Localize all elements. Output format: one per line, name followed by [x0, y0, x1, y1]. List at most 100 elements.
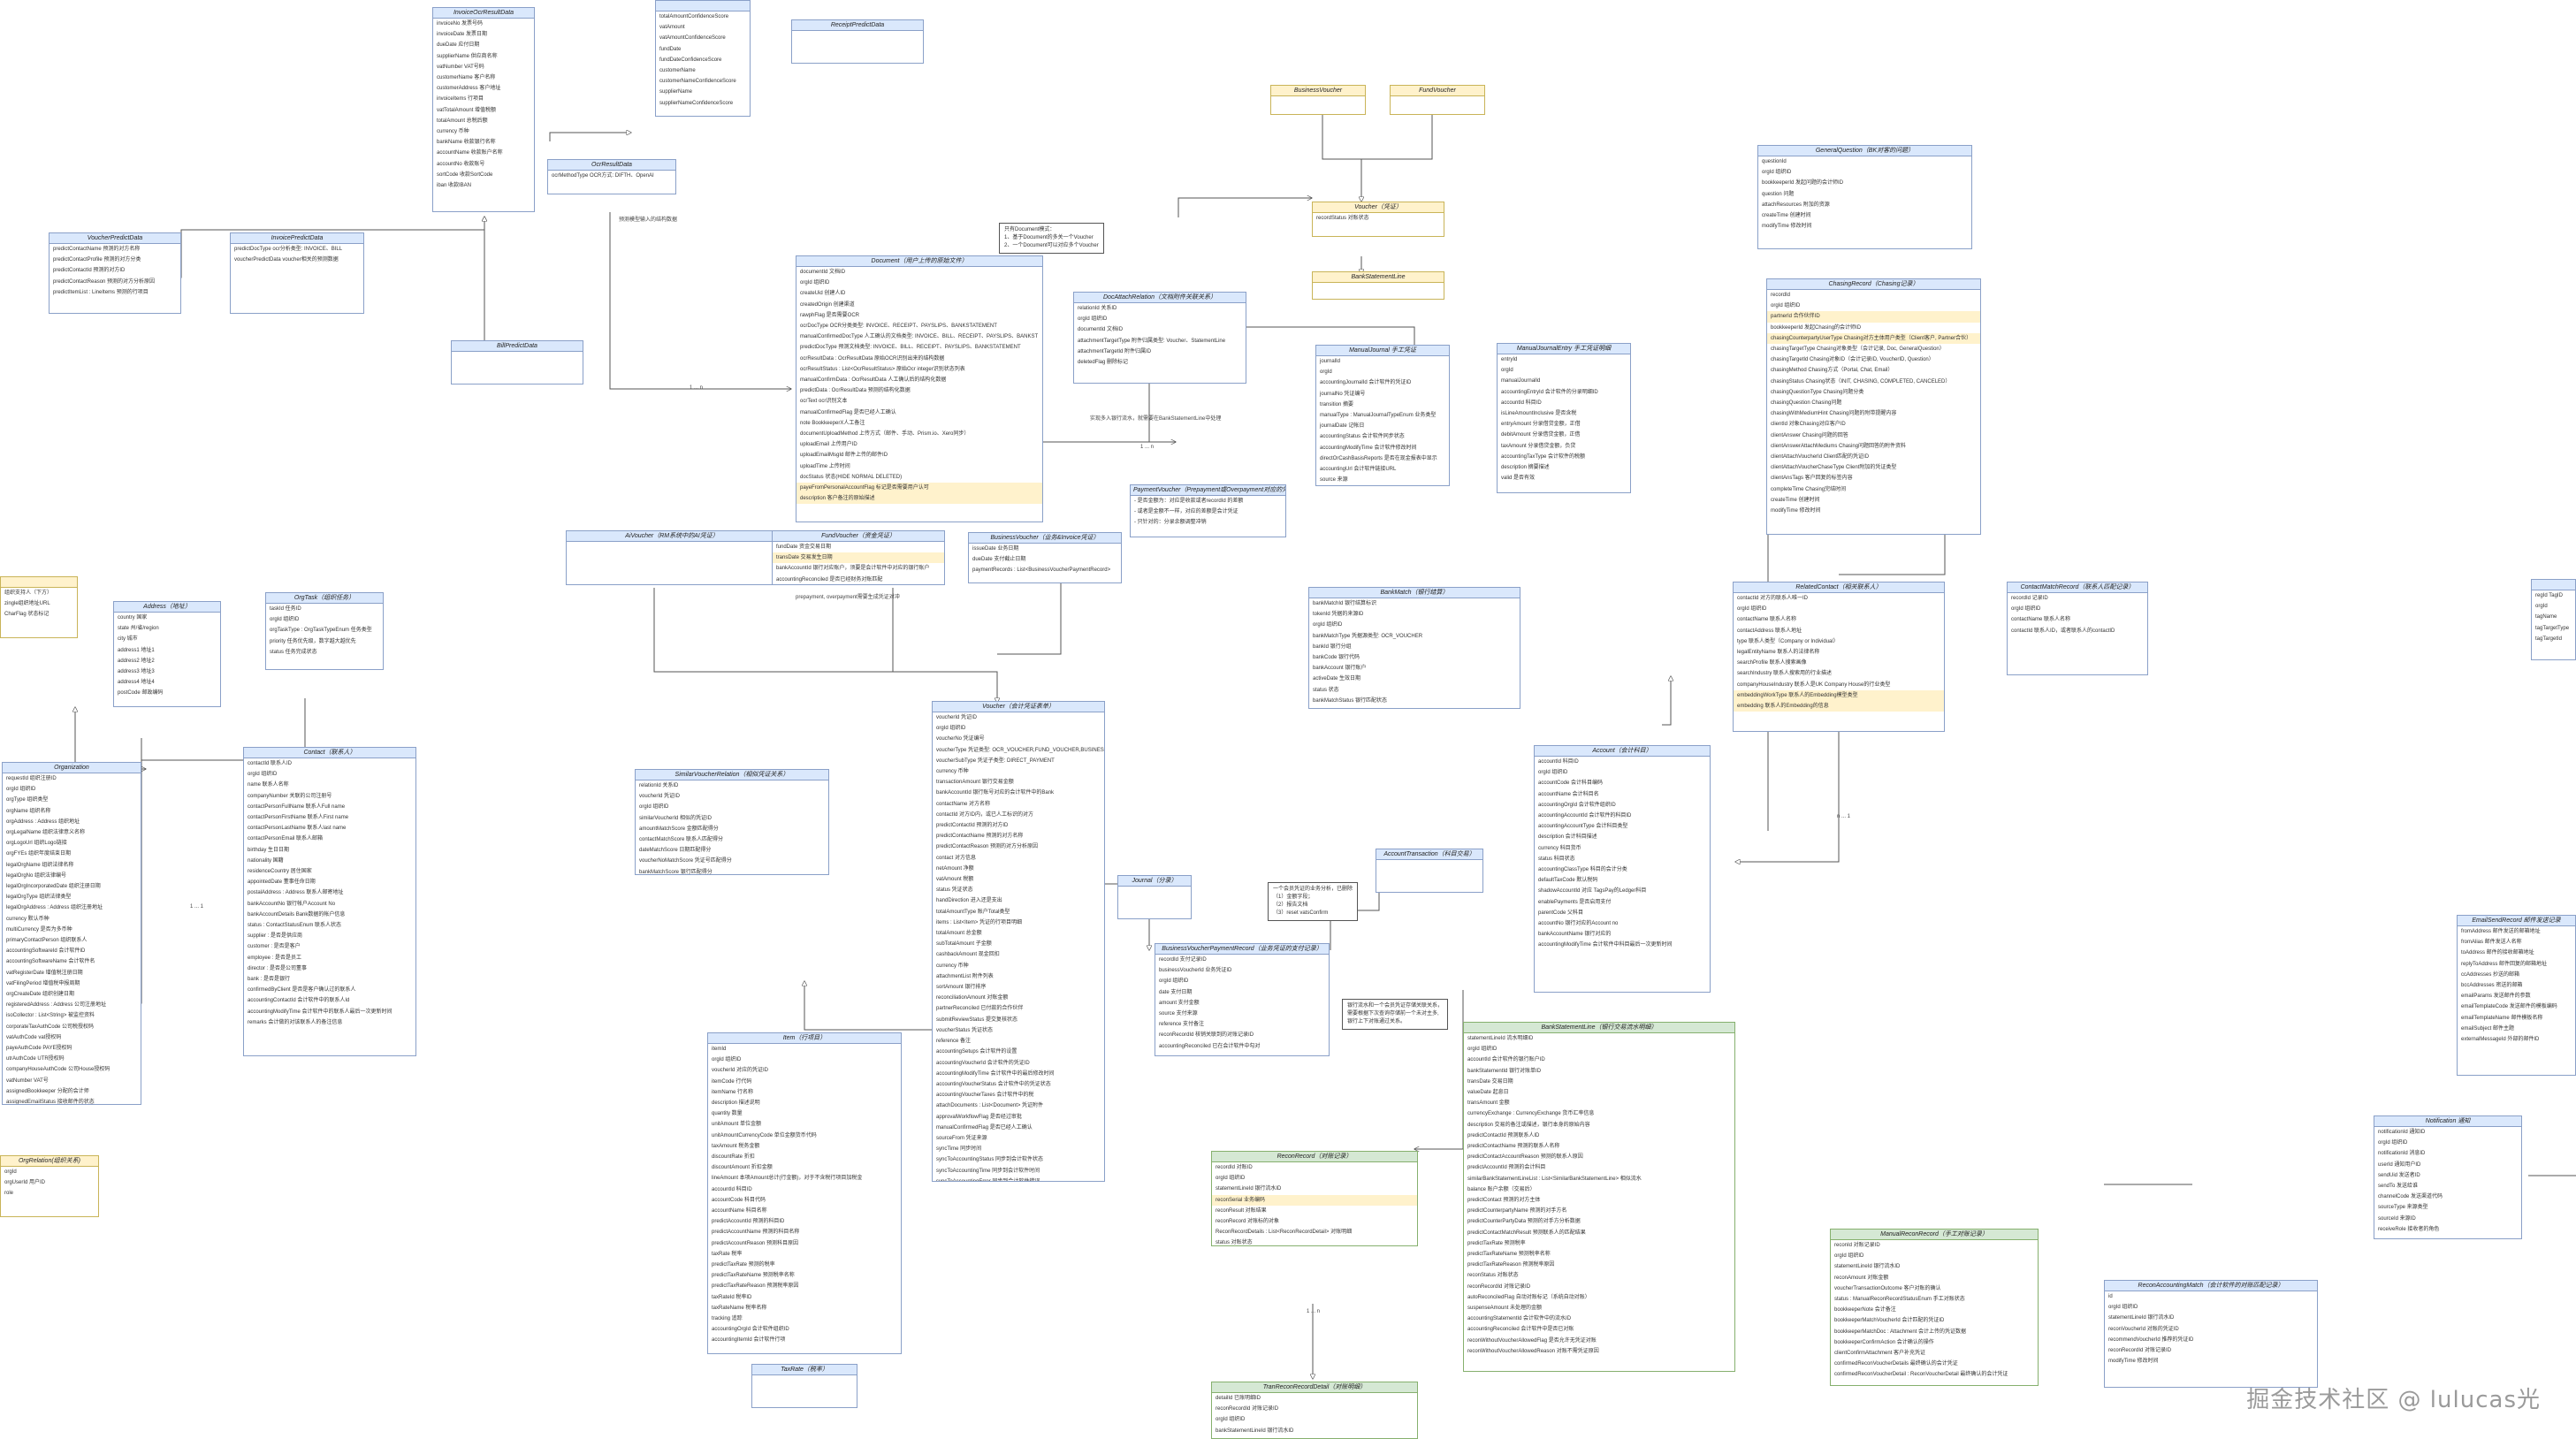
class-title: Account（会计科目） [1535, 746, 1710, 757]
class-field: predictContact 预测的对方主体 [1467, 1198, 1541, 1204]
class-field: supplierNameConfidenceScore [659, 100, 734, 106]
class-field: balance 账户余额（交易后） [1467, 1186, 1536, 1192]
class-field: accountingModifyTime 会计软件中的最后修改时间 [936, 1070, 1055, 1077]
watermark: 掘金技术社区 @ lulucas光 [2246, 1387, 2541, 1413]
class-field: autoReconciledFlag 自动对账标记（系统自动对账） [1467, 1294, 1590, 1300]
class-field: replyToAddress 邮件回复的邮箱地址 [2461, 961, 2548, 967]
class-field: recordId 记录ID [2011, 596, 2048, 601]
class-field: contactMatchScore 联系人匹配得分 [639, 837, 724, 843]
class-field: discountAmount 折扣金额 [712, 1165, 773, 1171]
class-field: accountingSoftwareName 会计软件名 [6, 959, 95, 965]
class-field: itemId [712, 1047, 727, 1052]
class-title: ManualJournal 手工凭证 [1316, 346, 1449, 356]
class-field: syncToAccountingStatus 同步到会计软件状态 [936, 1157, 1044, 1163]
note-item-link: 一个会员凭证的业务分析，已删除 （1）金额字段； （2）报告文档 （3）rese… [1268, 882, 1359, 921]
class-title: ManualJournalEntry 手工凭证明细 [1498, 344, 1630, 354]
class-title: AiVoucher（RM系统中的AI凭证） [567, 531, 777, 542]
class-field: address1 地址1 [118, 647, 155, 653]
class-field: bankMatchType 凭据源类型: OCR_VOUCHER [1313, 633, 1423, 639]
class-field: tracking 追踪 [712, 1316, 743, 1322]
class-field: currency 币种 [936, 963, 969, 969]
class-field: status 凭证状态 [936, 887, 973, 894]
class-field: orgUserId 用户ID [4, 1180, 46, 1186]
class-field: subTotalAmount 子金额 [936, 941, 992, 948]
class-title: VoucherPredictData [50, 233, 180, 244]
class-field: dueDate 应付日期 [437, 42, 480, 49]
class-field: vatTotalAmount 增值税额 [437, 107, 497, 113]
class-field: accountingJournalId 会计软件的凭证ID [1320, 380, 1412, 386]
class-field: accountNo 收款账号 [437, 161, 485, 167]
class-field: statementLineId 银行流水ID [1834, 1264, 1901, 1270]
class-field: sendTo 发送给谁 [2378, 1184, 2419, 1190]
class-field: accountingStatus 会计软件同步状态 [1320, 434, 1405, 440]
class-field: predictTaxRateName 预测税率名称 [1467, 1252, 1551, 1258]
class-field: predictDocType ocr分析类型: INVOICE、BILL [234, 247, 343, 252]
class-field: payeAuthCode PAYE授权码 [6, 1046, 72, 1052]
class-field: debitAmount 分录借贷金额，正借 [1501, 432, 1581, 438]
class-field: customer : 是否是客户 [248, 944, 301, 950]
class-title: ReceiptPredictData [792, 20, 923, 31]
class-bank-statement-line: BankStatementLine [1312, 271, 1444, 300]
class-field: orgId 组织ID [1737, 606, 1767, 613]
class-field: reconRecordId 核销关联到的对账记录ID [1159, 1032, 1254, 1039]
class-title: SimilarVoucherRelation（相似凭证关系） [636, 770, 828, 780]
class-field: manualConfirmedFlag 是否已经人工确认 [936, 1124, 1033, 1131]
class-field: accountingVoucherTaxes 会计软件中的税 [936, 1093, 1034, 1099]
class-field: legalOrgNo 组织法律编号 [6, 872, 67, 879]
class-title [1, 577, 77, 588]
class-field: bccAddresses 密送的邮箱 [2461, 983, 2523, 989]
class-field: bankAccountId 银行对应账户，须要是会计软件中对应的银行账户 [776, 566, 930, 572]
class-field: uploadTime 上传时间 [800, 463, 850, 469]
class-field: description 交易的备注或描述，银行本身的原始内容 [1467, 1122, 1590, 1128]
class-field: vatNumber VAT号 [6, 1077, 49, 1084]
class-field: orgLegalName 组织法律意义名称 [6, 830, 86, 836]
class-title: ReconRecord（对账记录） [1212, 1152, 1417, 1162]
class-field: orgId 组织ID [6, 787, 36, 793]
class-field: tagTargetId [2535, 636, 2563, 642]
class-field: reconAmount 对账金额 [1834, 1275, 1889, 1281]
lbl-1-1: 1 ... 1 [190, 904, 204, 910]
class-field: legalOrgIncorporatedDate 组织注册日期 [6, 884, 101, 890]
class-field: status 科目状态 [1538, 856, 1575, 862]
class-field: transition 摘要 [1320, 401, 1354, 407]
class-field: embedding 联系人的Embedding的信息 [1734, 701, 1944, 712]
class-field: predictContactId 预测的对方ID [53, 268, 126, 274]
class-doc-attach-relation: DocAttachRelation（文档附件关联关系）relationId 关系… [1073, 292, 1246, 384]
class-title: ReconAccountingMatch（会计软件的对账匹配记录） [2105, 1281, 2317, 1291]
class-field: bankStatementId 银行对账单ID [1467, 1068, 1542, 1074]
class-field: chasingQuestionType Chasing问题分类 [1771, 389, 1864, 395]
class-field: customerName [659, 68, 696, 74]
class-field: predictTaxRateReason 预测税率原因 [712, 1283, 799, 1290]
class-title: ManualReconRecord（手工对账记录） [1831, 1230, 2038, 1240]
class-field: predictTaxRate 预测的税率 [712, 1262, 775, 1268]
class-field: relationId 关系ID [1078, 306, 1117, 311]
class-field: recordId 支付记录ID [1159, 957, 1207, 963]
class-receipt-predict-data: ReceiptPredictData [791, 19, 924, 64]
class-field: orgName 组织名称 [6, 808, 51, 814]
class-field: chasingCounterpartyUserType Chasing对方主体用… [1767, 332, 1980, 345]
class-field: predictDocType 预测文档类型: INVOICE、BILL、RECE… [800, 345, 1021, 351]
class-title: PaymentVoucher（Prepayment或Overpayment对应的… [1131, 485, 1285, 496]
class-field: orgTaskType : OrgTaskTypeEnum 任务类型 [270, 628, 372, 634]
class-field: accountingSetups 会计软件的设置 [936, 1049, 1017, 1055]
class-field: deletedFlag 删除标记 [1078, 360, 1129, 366]
class-field: modifyTime 修改时间 [1771, 508, 1821, 514]
class-field: date 支付日期 [1159, 989, 1193, 995]
class-field: documentUploadMethod 上传方式（邮件、手动、Prism.io… [800, 431, 970, 438]
class-field: attachmentTargetId 附件归属ID [1078, 348, 1152, 354]
class-field: name 联系人名称 [248, 782, 289, 788]
class-field: unitAmountCurrencyCode 单位金额货币代码 [712, 1132, 817, 1138]
class-field: director : 是否是公司董事 [248, 965, 308, 971]
class-field: chasingQuestion Chasing问题 [1771, 400, 1842, 407]
class-field: orgAddress : Address 组织地址 [6, 818, 80, 825]
class-field: bookkeeperMatchDoc : Attachment 会计上传的凭证数… [1834, 1329, 1967, 1335]
class-field: accountingReconciled 已在会计软件中勾对 [1159, 1043, 1261, 1049]
class-field: corporateTaxAuthCode 公司税授权码 [6, 1024, 95, 1030]
class-field: accountingEntryId 会计软件的分录明细ID [1501, 389, 1598, 395]
